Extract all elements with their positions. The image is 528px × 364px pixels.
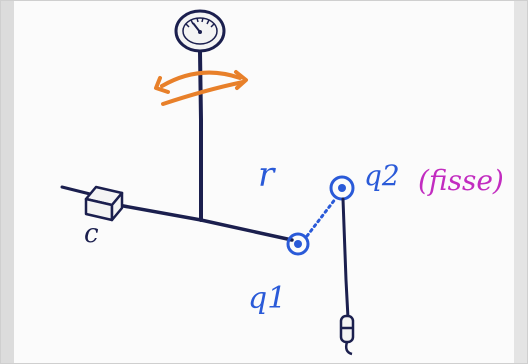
hanging-weight-icon	[339, 314, 355, 356]
rotation-arrows-icon	[154, 70, 248, 106]
right-paper-edge	[514, 0, 528, 364]
distance-r-line	[305, 196, 338, 238]
dial-gauge-icon	[174, 9, 226, 53]
label-q2: q2	[364, 159, 400, 192]
mass-q1	[286, 232, 310, 256]
label-r: r	[258, 155, 276, 195]
left-paper-edge	[0, 0, 14, 364]
label-fixed-note: (fisse)	[418, 164, 504, 197]
suspension-rod	[198, 50, 203, 222]
label-q1: q1	[248, 281, 286, 316]
torsion-beam	[116, 203, 294, 242]
cube-counterweight-icon	[84, 185, 124, 222]
label-c: c	[84, 219, 99, 249]
q2-hanging-rod	[341, 197, 350, 320]
mass-q2	[329, 175, 355, 201]
